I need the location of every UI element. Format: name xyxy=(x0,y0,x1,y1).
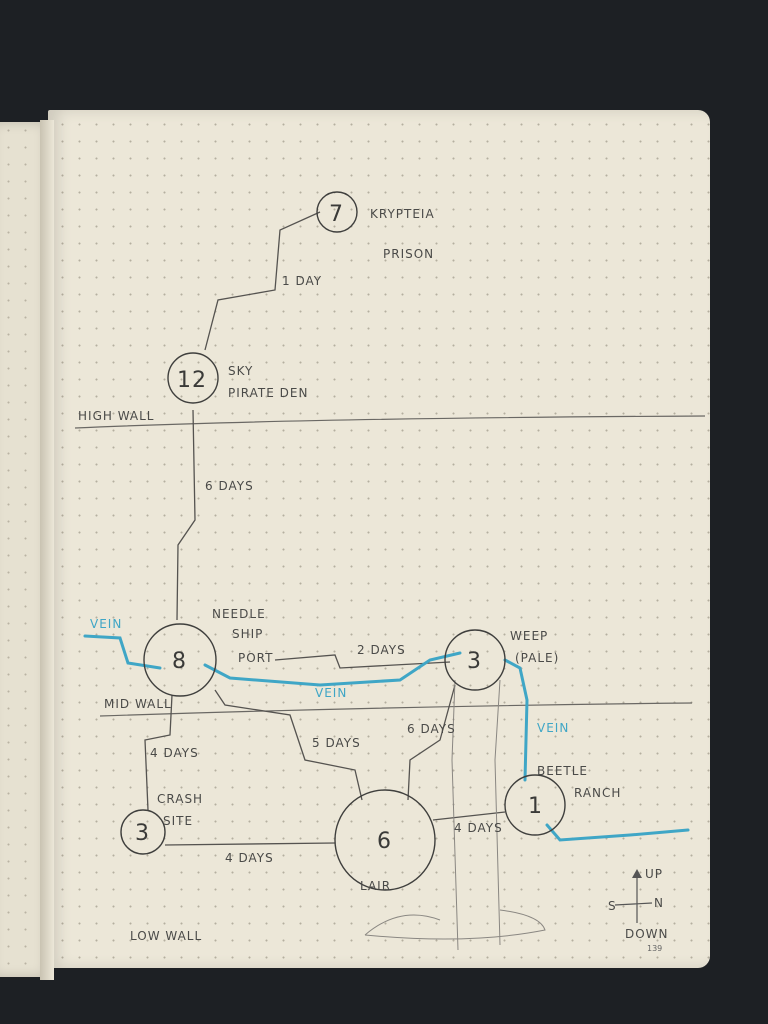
compass-rose: UP DOWN N S xyxy=(608,867,669,941)
route-12-8 xyxy=(176,409,196,621)
route-label-2-days: 2 DAYS xyxy=(357,643,406,657)
mid-wall-line xyxy=(99,702,693,717)
wall-label-low: LOW WALL xyxy=(130,929,202,943)
route-label-4-days-c: 4 DAYS xyxy=(454,821,503,835)
page-number: 139 xyxy=(647,944,662,953)
node-label-pirate-den: PIRATE DEN xyxy=(228,386,308,400)
node-circle-12 xyxy=(167,352,219,404)
node-label-pale: (PALE) xyxy=(515,651,559,665)
route-7-12 xyxy=(204,211,321,351)
node-label-site: SITE xyxy=(163,814,193,828)
node-label-prison: PRISON xyxy=(383,247,434,261)
node-label-needle: NEEDLE xyxy=(212,607,266,621)
needle-tower-sketch xyxy=(364,679,546,951)
node-number-3-weep: 3 xyxy=(467,649,482,674)
node-number-7: 7 xyxy=(329,202,344,227)
route-8-3 xyxy=(274,654,451,669)
route-8-6 xyxy=(214,689,363,801)
wall-label-high: HIGH WALL xyxy=(78,409,155,423)
vein-center xyxy=(203,651,462,687)
route-label-5-days: 5 DAYS xyxy=(312,736,361,750)
route-label-1-day: 1 DAY xyxy=(282,274,322,288)
route-6-1 xyxy=(432,811,506,821)
vein-to-beetle xyxy=(503,658,529,782)
right-notebook-page xyxy=(48,110,710,968)
node-number-1: 1 xyxy=(528,794,543,819)
node-circle-3-crash xyxy=(120,809,166,855)
vein-lines xyxy=(83,634,690,842)
arrow-up-icon xyxy=(632,869,642,878)
node-label-krypteia: KRYPTEIA xyxy=(370,207,435,221)
node-circle-6 xyxy=(334,789,436,891)
route-label-4-days-b: 4 DAYS xyxy=(225,851,274,865)
route-label-6-days-b: 6 DAYS xyxy=(407,722,456,736)
node-circle-3-weep xyxy=(444,629,506,691)
node-number-6: 6 xyxy=(377,829,392,854)
node-label-beetle: BEETLE xyxy=(537,764,588,778)
vein-east xyxy=(545,823,690,842)
wall-label-mid: MID WALL xyxy=(104,697,172,711)
node-circle-7 xyxy=(316,191,358,233)
route-8-crash xyxy=(144,694,173,811)
node-number-12: 12 xyxy=(177,368,207,393)
compass-down: DOWN xyxy=(625,927,669,941)
notebook-spine xyxy=(40,120,54,980)
node-circle-8 xyxy=(143,623,217,697)
node-label-port: PORT xyxy=(238,651,273,665)
node-label-weep: WEEP xyxy=(510,629,548,643)
wall-lines xyxy=(74,415,706,717)
node-number-3-crash: 3 xyxy=(135,821,150,846)
node-label-lair: LAIR xyxy=(360,879,391,893)
vein-label-west: VEIN xyxy=(90,617,122,631)
route-crash-6 xyxy=(164,842,336,846)
node-number-8: 8 xyxy=(172,649,187,674)
node-label-ship: SHIP xyxy=(232,627,263,641)
compass-up: UP xyxy=(645,867,663,881)
node-circles xyxy=(120,191,566,891)
compass-south: S xyxy=(608,899,617,913)
node-label-ranch: RANCH xyxy=(574,786,621,800)
node-label-sky: SKY xyxy=(228,364,253,378)
vein-label-center: VEIN xyxy=(315,686,347,700)
vein-label-east: VEIN xyxy=(537,721,569,735)
compass-north: N xyxy=(654,896,664,910)
node-label-crash: CRASH xyxy=(157,792,203,806)
route-lines xyxy=(144,211,506,846)
route-3-6 xyxy=(407,684,456,801)
route-label-6-days: 6 DAYS xyxy=(205,479,254,493)
high-wall-line xyxy=(74,415,706,429)
node-circle-1 xyxy=(504,774,566,836)
route-label-4-days-a: 4 DAYS xyxy=(150,746,199,760)
